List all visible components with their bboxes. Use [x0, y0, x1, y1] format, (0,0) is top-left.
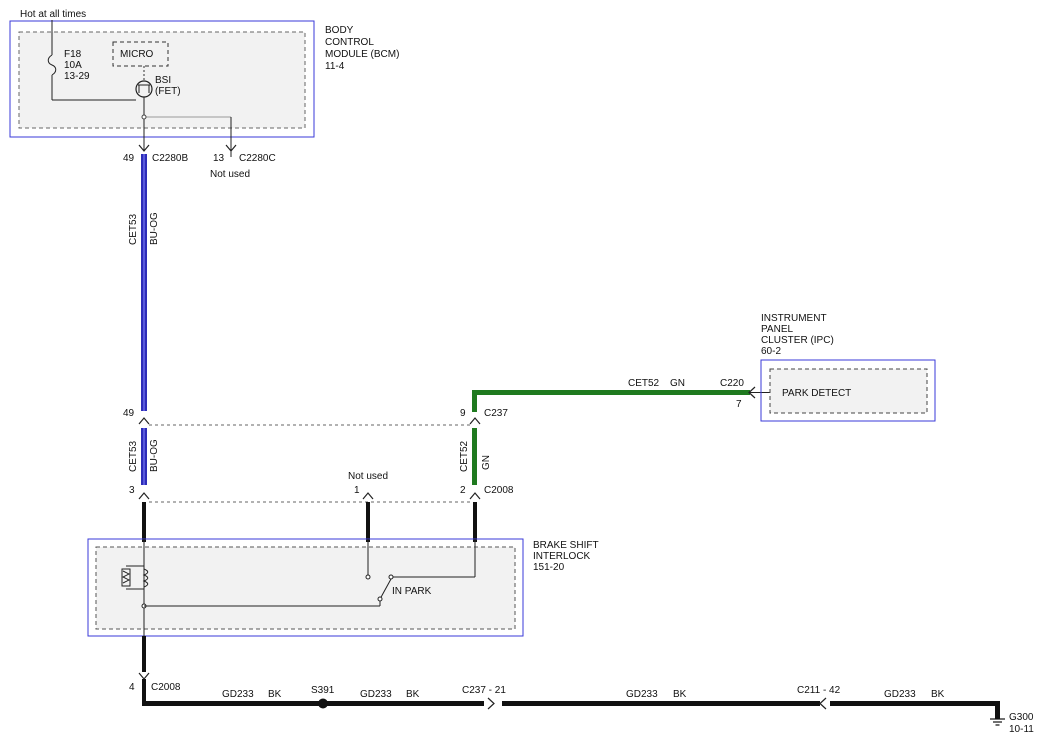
- gd233-seg3-color: BK: [673, 689, 687, 700]
- gd233-wire-seg2[interactable]: [502, 701, 820, 706]
- c2280b-pin: 49: [123, 153, 135, 164]
- cet52-h-circuit: CET52: [628, 378, 660, 389]
- gd233-seg2-color: BK: [406, 689, 420, 700]
- c2280c-name: C2280C: [239, 153, 276, 164]
- c220-name: C220: [720, 378, 744, 389]
- c2008-pin3: 3: [129, 485, 135, 496]
- c2008-pin2-connector-icon[interactable]: [469, 492, 481, 500]
- cet52-wire-horizontal[interactable]: [472, 390, 750, 395]
- interlock-module-box[interactable]: [87, 538, 524, 637]
- c2008-pin1: 1: [354, 485, 360, 496]
- micro-box: [112, 41, 169, 67]
- interlock-ref: 151-20: [533, 562, 565, 573]
- cet52-wire-upper-vertical[interactable]: [472, 390, 477, 412]
- bcm-title-line1: BODY: [325, 25, 354, 36]
- ipc-ref: 60-2: [761, 346, 781, 357]
- gd233-seg1-color: BK: [268, 689, 282, 700]
- c237-left-connector-icon[interactable]: [138, 417, 150, 425]
- g300-ref: 10-11: [1009, 724, 1034, 735]
- fuse-rating: 10A: [64, 60, 82, 71]
- ground-g300-icon[interactable]: [990, 718, 1005, 726]
- c237-21-label: C237 - 21: [462, 685, 506, 696]
- hot-at-all-times-label: Hot at all times: [20, 9, 86, 20]
- interlock-feed-wire-left: [142, 502, 146, 542]
- c2008-pin3-connector-icon[interactable]: [138, 492, 150, 500]
- bcm-module-box[interactable]: [9, 20, 315, 138]
- cet53-lower-circuit: CET53: [128, 440, 139, 472]
- micro-label: MICRO: [120, 49, 154, 60]
- ipc-module-box[interactable]: [760, 359, 936, 422]
- gd233-seg4-color: BK: [931, 689, 945, 700]
- gd233-wire-vertical-left[interactable]: [142, 679, 146, 705]
- ipc-title-line1: INSTRUMENT: [761, 313, 827, 324]
- c2008-pin1-connector-icon[interactable]: [362, 492, 374, 500]
- cet53-upper-circuit: CET53: [128, 213, 139, 245]
- interlock-switch-contact-1: [365, 574, 371, 580]
- c220-pin: 7: [736, 399, 742, 410]
- gd233-seg3-circuit: GD233: [626, 689, 658, 700]
- gd233-seg1-circuit: GD233: [222, 689, 254, 700]
- park-detect-label: PARK DETECT: [782, 388, 851, 399]
- c2008-pin1-not-used: Not used: [348, 471, 388, 482]
- cet52-v-circuit: CET52: [459, 440, 470, 472]
- gd233-wire-seg3[interactable]: [830, 701, 1000, 706]
- c2008-pin2: 2: [460, 485, 466, 496]
- c2280c-not-used: Not used: [210, 169, 250, 180]
- fuse-f18-icon[interactable]: [47, 54, 57, 76]
- cet52-v-color: GN: [481, 455, 492, 470]
- gd233-seg2-circuit: GD233: [360, 689, 392, 700]
- bcm-title-line2: CONTROL: [325, 37, 374, 48]
- interlock-title-line2: INTERLOCK: [533, 551, 591, 562]
- ipc-park-detect-box: [769, 368, 928, 414]
- c211-42-label: C211 - 42: [797, 685, 841, 696]
- in-park-switch-icon: [377, 578, 392, 606]
- c237-right-connector-icon[interactable]: [469, 417, 481, 425]
- interlock-title-line1: BRAKE SHIFT: [533, 540, 599, 551]
- cet53-lower-color: BU-OG: [149, 439, 160, 472]
- c237-21-connector-icon[interactable]: [487, 697, 495, 710]
- c237-right-pin: 9: [460, 408, 466, 419]
- c2008-name: C2008: [484, 485, 514, 496]
- in-park-label: IN PARK: [392, 586, 432, 597]
- cet52-wire-lower-vertical[interactable]: [472, 428, 477, 485]
- interlock-module-inner: [95, 546, 516, 630]
- gd233-wire-seg1[interactable]: [142, 701, 484, 706]
- c211-42-connector-icon[interactable]: [819, 697, 827, 710]
- ipc-title-line2: PANEL: [761, 324, 793, 335]
- fuse-name: F18: [64, 49, 82, 60]
- interlock-ground-wire: [142, 636, 146, 672]
- c2280b-name: C2280B: [152, 153, 188, 164]
- g300-label: G300: [1009, 712, 1034, 723]
- c2008-lower-name: C2008: [151, 682, 181, 693]
- s391-label: S391: [311, 685, 335, 696]
- bcm-module-inner: [18, 31, 306, 129]
- c237-left-pin: 49: [123, 408, 135, 419]
- gd233-wire-vertical-right[interactable]: [995, 701, 1000, 719]
- cet52-h-color: GN: [670, 378, 685, 389]
- bcm-title-line3: MODULE (BCM): [325, 49, 399, 60]
- bsi-sub-label: (FET): [155, 86, 181, 97]
- bcm-ref: 11-4: [325, 61, 345, 72]
- cet53-upper-color: BU-OG: [149, 212, 160, 245]
- bsi-label: BSI: [155, 75, 171, 86]
- c237-name: C237: [484, 408, 508, 419]
- gd233-seg4-circuit: GD233: [884, 689, 916, 700]
- solenoid-coil-icon: [121, 568, 149, 588]
- ipc-title-line3: CLUSTER (IPC): [761, 335, 834, 346]
- interlock-feed-wire-pin2: [473, 502, 477, 542]
- bcm-internal-splice: [141, 114, 147, 120]
- s391-splice-icon[interactable]: [318, 698, 328, 709]
- c2008-lower-connector-icon[interactable]: [138, 672, 150, 680]
- c2280b-connector-icon[interactable]: [138, 144, 150, 152]
- fuse-ref: 13-29: [64, 71, 90, 82]
- c2008-lower-pin: 4: [129, 682, 135, 693]
- interlock-switch-contact-2: [388, 574, 394, 580]
- interlock-feed-wire-pin1: [366, 502, 370, 542]
- c2280c-pin: 13: [213, 153, 225, 164]
